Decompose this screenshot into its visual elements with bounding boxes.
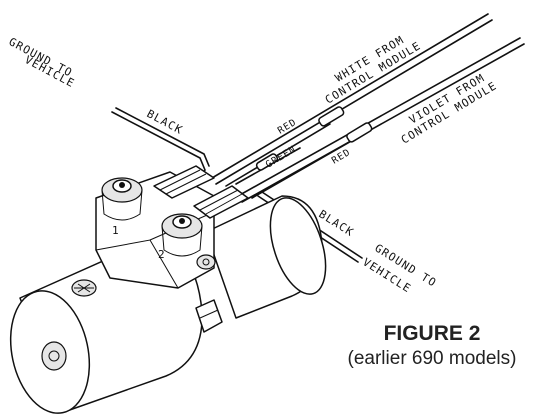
label-green: GREEN [264, 144, 298, 171]
motor-rear-cap [269, 197, 327, 295]
label-red-lower: RED [330, 147, 353, 167]
solenoid-1 [101, 177, 143, 221]
connector-lower [193, 185, 249, 219]
label-black-right: BLACK [316, 208, 356, 240]
sleeve-red-upper [318, 106, 345, 127]
lower-fitting-line [199, 309, 219, 319]
wire-sleeves [255, 106, 373, 171]
terminal-2-number: 2 [158, 248, 166, 261]
reservoir-plug-center [48, 350, 60, 362]
pump-motor-assembly [9, 165, 327, 414]
red-wire-lower [251, 135, 361, 199]
lower-fitting [195, 299, 223, 333]
violet-wire [237, 37, 521, 197]
white-wire [211, 13, 489, 179]
reservoir-plug [41, 341, 67, 371]
figure-subtitle: (earlier 690 models) [348, 348, 517, 369]
side-port-hole [202, 258, 210, 266]
violet-wire-2 [241, 43, 525, 203]
terminal-1-number: 1 [112, 224, 120, 237]
solenoid-2-side [161, 225, 203, 257]
sleeve-green [255, 153, 279, 171]
solenoid-2-stud [179, 218, 185, 224]
black-ground-wire-left-2 [115, 107, 210, 167]
figure-title: FIGURE 2 [384, 322, 481, 345]
red-wire-upper [225, 123, 331, 187]
connector-upper-ribs [159, 169, 207, 195]
connector-block [153, 165, 249, 219]
white-wire-2 [215, 19, 493, 185]
connector-lower-ribs [199, 189, 243, 215]
solenoid-1-side [101, 189, 143, 221]
solenoid-2 [161, 213, 203, 257]
sleeve-red-lower [346, 122, 373, 143]
side-port [196, 254, 216, 270]
fill-cap-knurl [74, 283, 94, 293]
solenoid-1-stud [119, 182, 125, 188]
figure-caption: FIGURE 2 (earlier 690 models) [348, 322, 517, 369]
